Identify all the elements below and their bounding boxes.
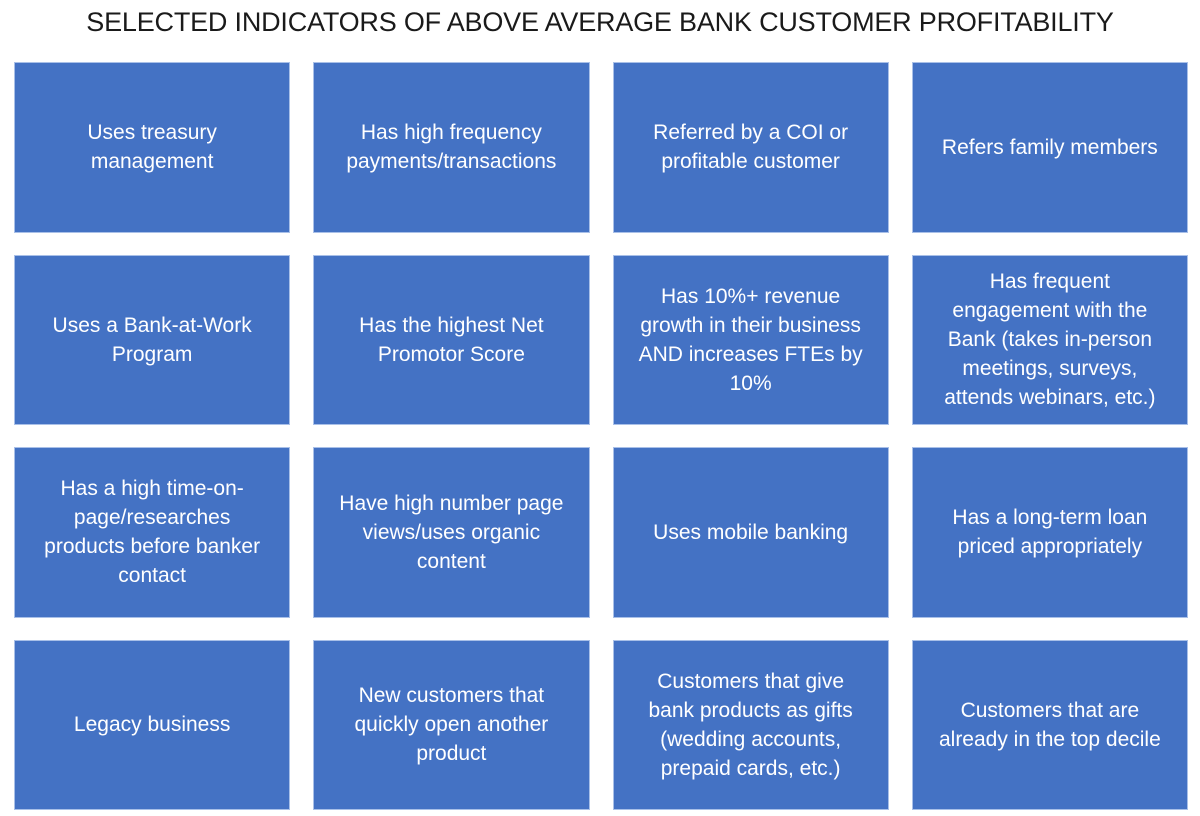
indicator-box-9[interactable]: Has a high time-on- page/researches prod…	[14, 447, 291, 618]
indicator-box-8[interactable]: Has frequent engagement with the Bank (t…	[911, 254, 1188, 425]
indicator-box-5[interactable]: Uses a Bank-at-Work Program	[14, 254, 291, 425]
indicator-grid: Uses treasury management Has high freque…	[14, 62, 1188, 810]
indicator-box-label: Has frequent engagement with the Bank (t…	[944, 270, 1156, 410]
indicator-box-15[interactable]: Customers that give bank products as gif…	[612, 639, 889, 810]
indicator-box-label: Has high frequency payments/transactions	[346, 121, 557, 174]
page-title: SELECTED INDICATORS OF ABOVE AVERAGE BAN…	[86, 7, 1114, 37]
indicator-box-12[interactable]: Has a long-term loan priced appropriatel…	[911, 447, 1188, 618]
indicator-box-label: Customers that are already in the top de…	[938, 698, 1161, 751]
indicator-box-13[interactable]: Legacy business	[14, 639, 291, 810]
indicator-box-label: Has 10%+ revenue growth in their busines…	[638, 284, 863, 395]
indicator-box-11[interactable]: Uses mobile banking	[612, 447, 889, 618]
indicator-box-label: Customers that give bank products as gif…	[648, 669, 853, 780]
indicator-box-6[interactable]: Has the highest Net Promotor Score	[313, 254, 590, 425]
indicator-box-10[interactable]: Have high number page views/uses organic…	[313, 447, 590, 618]
indicator-box-3[interactable]: Referred by a COI or profitable customer	[612, 62, 889, 233]
indicator-box-label: Has a high time-on- page/researches prod…	[44, 477, 261, 588]
indicator-box-16[interactable]: Customers that are already in the top de…	[911, 639, 1188, 810]
indicator-box-label: Uses mobile banking	[653, 520, 849, 544]
indicator-box-label: Legacy business	[73, 713, 231, 737]
indicator-box-label: Refers family members	[941, 135, 1158, 159]
indicator-box-label: Uses treasury management	[87, 121, 217, 174]
indicator-box-14[interactable]: New customers that quickly open another …	[313, 639, 590, 810]
indicator-box-label: Have high number page views/uses organic…	[339, 491, 564, 573]
indicator-box-label: New customers that quickly open another …	[354, 684, 549, 766]
indicator-box-label: Referred by a COI or profitable customer	[653, 121, 849, 174]
indicator-box-label: Has the highest Net Promotor Score	[359, 313, 544, 366]
indicator-box-2[interactable]: Has high frequency payments/transactions	[313, 62, 590, 233]
indicator-box-1[interactable]: Uses treasury management	[14, 62, 291, 233]
indicator-box-label: Has a long-term loan priced appropriatel…	[952, 506, 1148, 559]
indicator-box-7[interactable]: Has 10%+ revenue growth in their busines…	[612, 254, 889, 425]
indicator-box-label: Uses a Bank-at-Work Program	[52, 313, 252, 366]
indicator-box-4[interactable]: Refers family members	[911, 62, 1188, 233]
